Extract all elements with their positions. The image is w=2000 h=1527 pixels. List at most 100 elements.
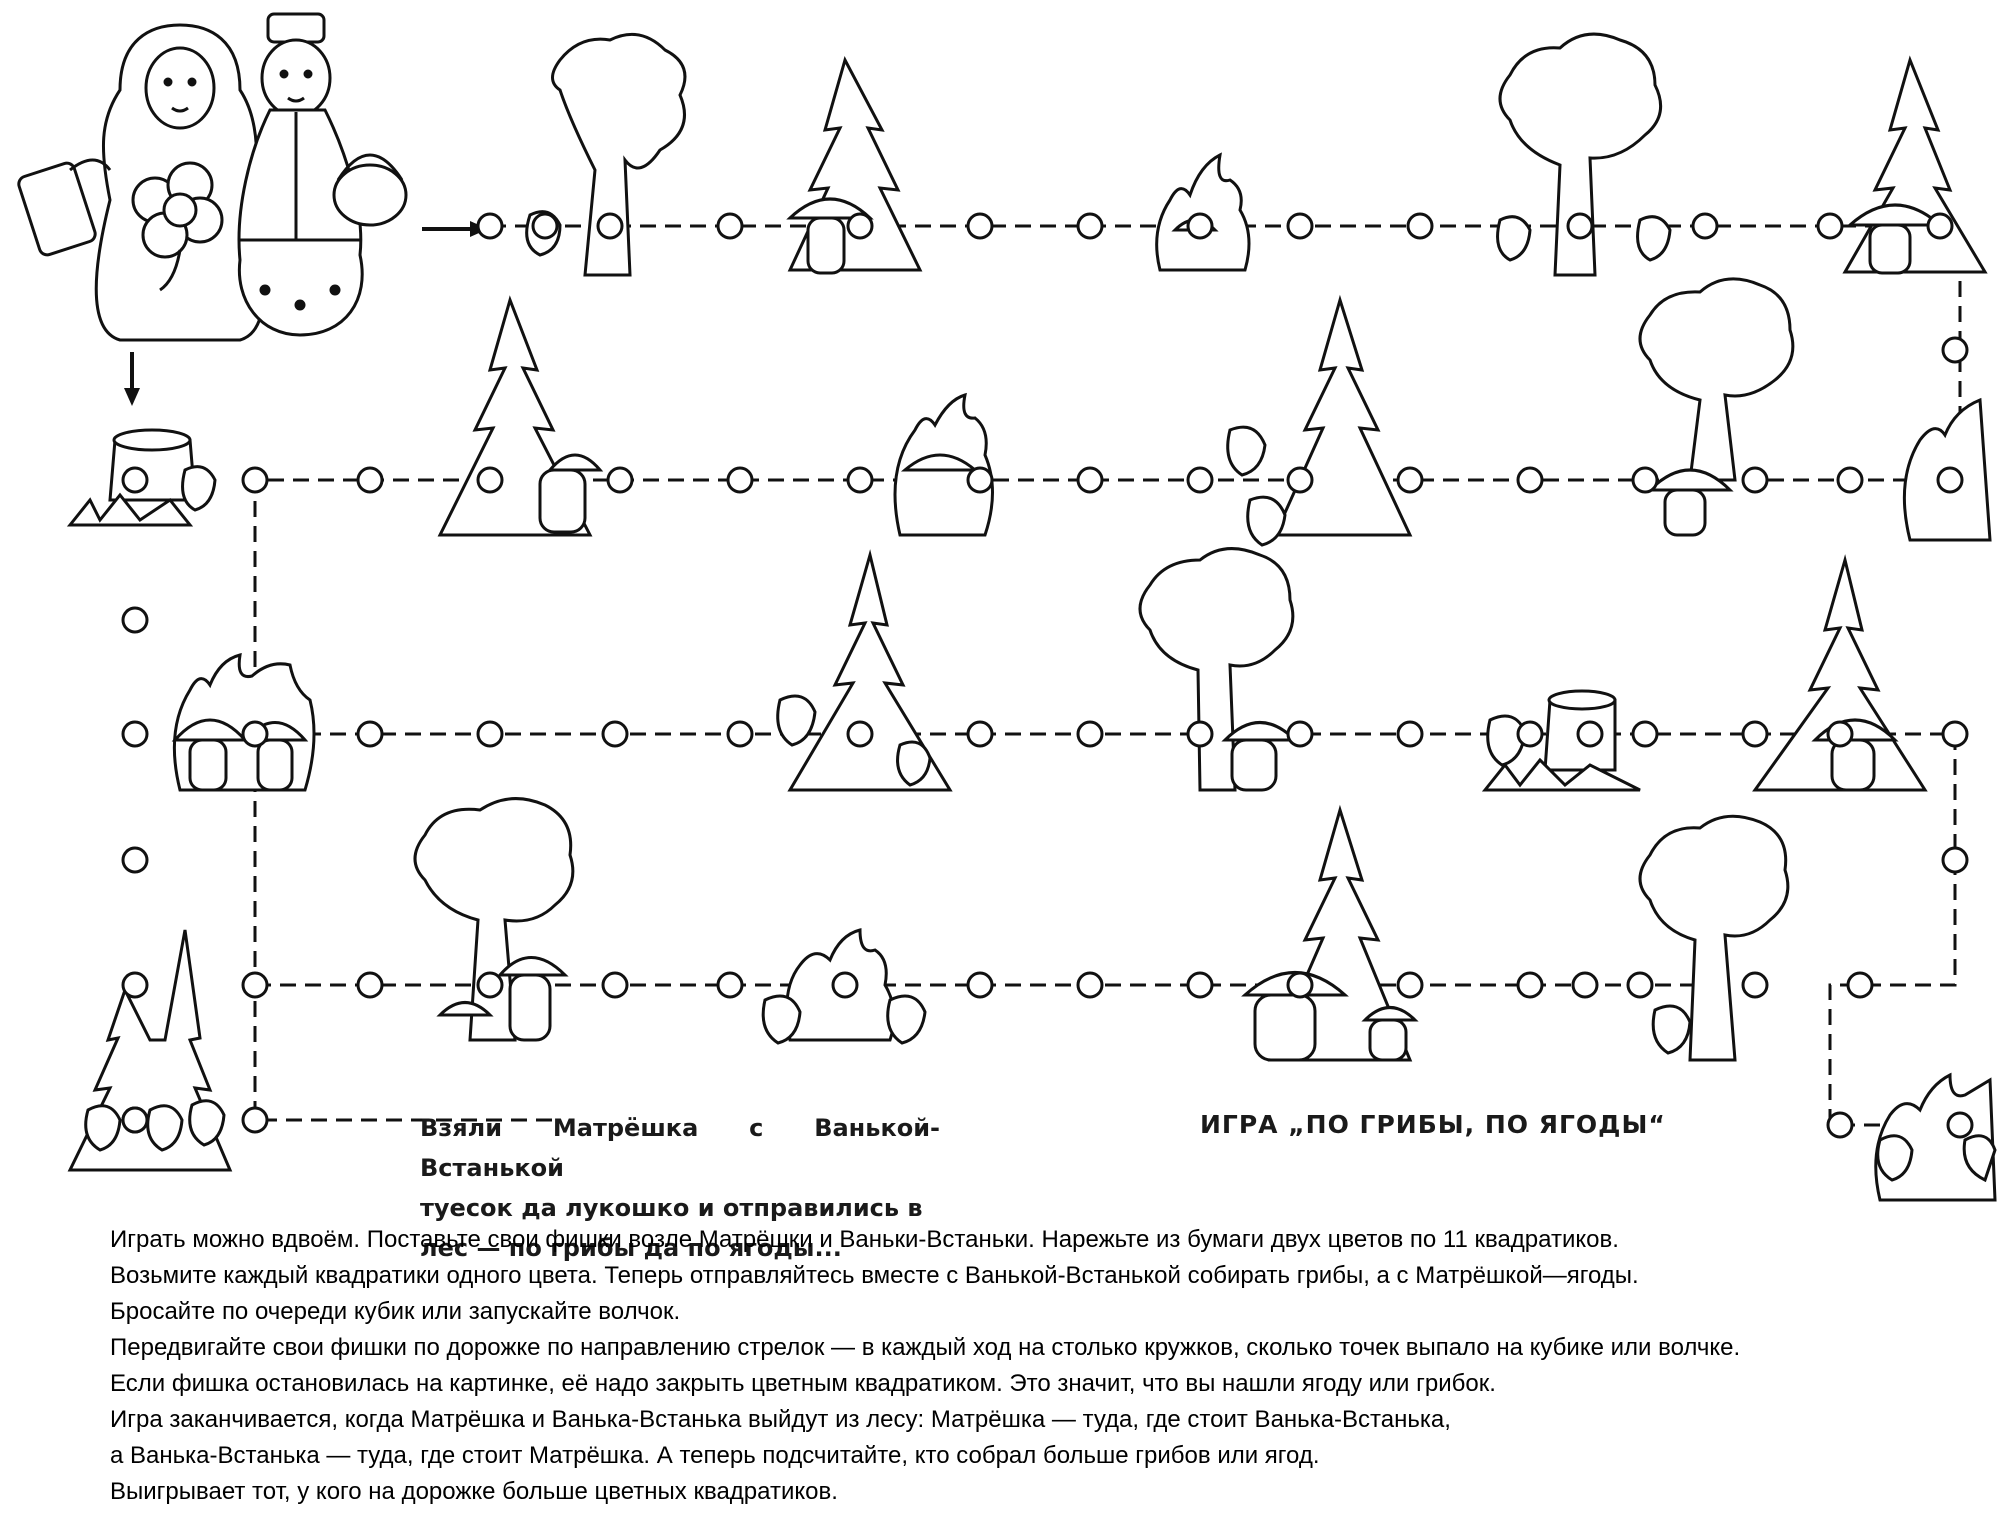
tree-icon bbox=[413, 797, 575, 1042]
path-circle bbox=[1516, 720, 1544, 748]
start-arrow-down bbox=[124, 352, 140, 406]
path-circle bbox=[356, 466, 384, 494]
rules-line: Бросайте по очереди кубик или запускайте… bbox=[110, 1298, 681, 1325]
path-circle bbox=[601, 720, 629, 748]
fir-tree-icon bbox=[1842, 55, 1988, 274]
bush-icon bbox=[1155, 152, 1251, 272]
rules-line: Играть можно вдвоём. Поставьте свои фишк… bbox=[110, 1226, 1619, 1253]
story-line: туесок да лукошко и отправились в bbox=[420, 1194, 923, 1222]
tree-icon bbox=[551, 32, 687, 277]
path-circle bbox=[726, 720, 754, 748]
path-circle bbox=[241, 971, 269, 999]
path-circle bbox=[1631, 466, 1659, 494]
rules-line: Игра заканчивается, когда Матрёшка и Ван… bbox=[110, 1406, 1451, 1433]
path-circle bbox=[1516, 466, 1544, 494]
path-circle bbox=[121, 466, 149, 494]
path-circle bbox=[601, 971, 629, 999]
path-circle bbox=[726, 466, 754, 494]
fir-tree-icon bbox=[1272, 294, 1413, 537]
story-line: лес — по грибы да по ягоды... bbox=[420, 1234, 842, 1262]
path-circle bbox=[716, 212, 744, 240]
path-circle bbox=[1826, 720, 1854, 748]
strawberry-icon bbox=[761, 994, 927, 1045]
path-circle bbox=[596, 212, 624, 240]
path-circle bbox=[846, 212, 874, 240]
bush-icon bbox=[893, 392, 994, 537]
mushroom-icon bbox=[1221, 721, 1299, 792]
strawberry-icon bbox=[1226, 425, 1287, 547]
path-circle bbox=[1516, 971, 1544, 999]
path-circle bbox=[966, 720, 994, 748]
path-circle bbox=[1946, 1111, 1974, 1139]
path-circle bbox=[1576, 720, 1604, 748]
path-circle bbox=[531, 212, 559, 240]
path-circle bbox=[1186, 720, 1214, 748]
path-circle bbox=[1936, 466, 1964, 494]
path-circle bbox=[846, 720, 874, 748]
path-circle bbox=[1826, 1111, 1854, 1139]
path-circle bbox=[1076, 720, 1104, 748]
strawberry-icon bbox=[1496, 215, 1672, 262]
path-circle bbox=[831, 971, 859, 999]
path-circle bbox=[1286, 720, 1314, 748]
path-circle bbox=[716, 971, 744, 999]
path-circle bbox=[1566, 212, 1594, 240]
path-circle bbox=[476, 466, 504, 494]
path-circle bbox=[476, 720, 504, 748]
strawberry-icon bbox=[1486, 714, 1527, 767]
path-circle bbox=[241, 1106, 269, 1134]
tree-icon bbox=[1498, 32, 1663, 277]
path-circle bbox=[1741, 971, 1769, 999]
path-circle bbox=[121, 606, 149, 634]
path-circle bbox=[1186, 466, 1214, 494]
path-circle bbox=[1926, 212, 1954, 240]
strawberry-icon bbox=[776, 694, 932, 787]
tree-icon bbox=[1638, 277, 1795, 482]
stump-icon bbox=[1481, 689, 1641, 792]
mushroom-icon bbox=[171, 718, 309, 792]
mushroom-icon bbox=[1846, 203, 1944, 275]
path-circle bbox=[966, 466, 994, 494]
path-circle bbox=[1631, 720, 1659, 748]
path-circle bbox=[1691, 212, 1719, 240]
rules-line: Передвигайте свои фишки по дорожке по на… bbox=[110, 1334, 1741, 1361]
path-circle bbox=[1626, 971, 1654, 999]
path-circle bbox=[966, 971, 994, 999]
strawberry-icon bbox=[84, 1099, 226, 1152]
strawberry-icon bbox=[1876, 1134, 1997, 1183]
path-circles bbox=[121, 212, 1974, 1139]
path-circle bbox=[1286, 212, 1314, 240]
mushroom-icon bbox=[538, 453, 604, 534]
story-caption: Взяли Матрёшка с Ванькой-Встанькой туесо… bbox=[420, 1108, 940, 1268]
path-circle bbox=[606, 466, 634, 494]
story-line: Взяли Матрёшка с Ванькой-Встанькой bbox=[420, 1114, 940, 1182]
path-circle bbox=[1076, 466, 1104, 494]
game-title: ИГРА „ПО ГРИБЫ, ПО ЯГОДЫ“ bbox=[1200, 1110, 1666, 1139]
path-circle bbox=[1396, 971, 1424, 999]
rules-line: Если фишка остановилась на картинке, её … bbox=[110, 1370, 1496, 1397]
path-circle bbox=[1076, 971, 1104, 999]
path-circle bbox=[1286, 971, 1314, 999]
tree-icon bbox=[1638, 814, 1790, 1062]
strawberry-icon bbox=[1651, 1004, 1692, 1055]
path-circle bbox=[1941, 336, 1969, 364]
path-circle bbox=[121, 846, 149, 874]
rules-text: Играть можно вдвоём. Поставьте свои фишк… bbox=[110, 1222, 1970, 1510]
path-circle bbox=[1076, 212, 1104, 240]
path-circle bbox=[1571, 971, 1599, 999]
mushroom-icon bbox=[1241, 971, 1419, 1062]
path-circle bbox=[1186, 212, 1214, 240]
path-circle bbox=[846, 466, 874, 494]
tree-icon bbox=[1138, 547, 1295, 792]
path-circle bbox=[241, 466, 269, 494]
path-circle bbox=[966, 212, 994, 240]
path-circle bbox=[241, 720, 269, 748]
path-circle bbox=[476, 212, 504, 240]
rules-line: а Ванька-Встанька — туда, где стоит Матр… bbox=[110, 1442, 1320, 1469]
path-circle bbox=[1186, 971, 1214, 999]
path-circle bbox=[356, 971, 384, 999]
fir-tree-icon bbox=[787, 549, 953, 792]
path-circle bbox=[1741, 466, 1769, 494]
strawberry-icon bbox=[181, 465, 217, 512]
path-circle bbox=[476, 971, 504, 999]
